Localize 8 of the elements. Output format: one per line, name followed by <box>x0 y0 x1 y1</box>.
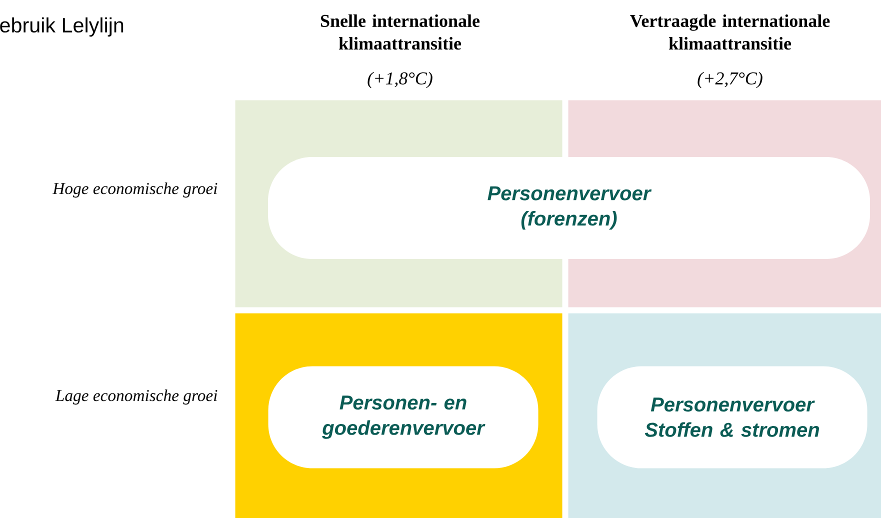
column-heading: Vertraagde internationale klimaattransitie <box>630 14 830 50</box>
row-heading: Lage economische groei <box>55 389 218 405</box>
rounded-box: Personenvervoer Stoffen & stromen <box>597 366 868 468</box>
title: ebruik Lelylijn <box>0 17 124 37</box>
rounded-box: Personenvervoer (forenzen) <box>268 157 870 259</box>
row-heading: Hoge economische groei <box>52 182 218 198</box>
column-heading: Snelle internationale klimaattransitie <box>320 14 480 50</box>
rounded-box: Personen- en goederenvervoer <box>268 366 538 468</box>
